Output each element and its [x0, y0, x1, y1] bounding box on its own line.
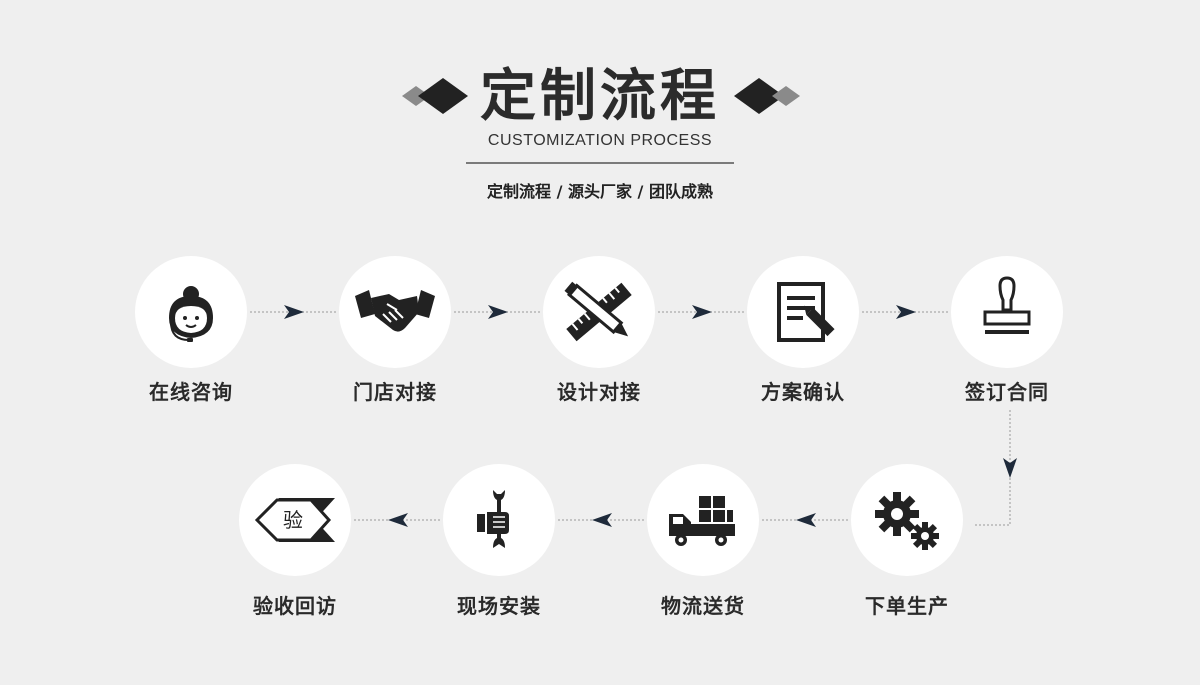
- arrow-right-icon: [284, 305, 304, 319]
- step-circle-inspection-followup: 验: [239, 464, 351, 576]
- arrow-right-icon: [692, 305, 712, 319]
- arrow-right-icon: [896, 305, 916, 319]
- step-circle-design-connect: [543, 256, 655, 368]
- step-circle-sign-contract: [951, 256, 1063, 368]
- arrow-left-icon: [592, 513, 612, 527]
- inspection-badge-icon: 验: [254, 498, 335, 542]
- step-label: 设计对接: [557, 380, 641, 404]
- step-label: 下单生产: [865, 594, 949, 618]
- step-label: 签订合同: [965, 380, 1049, 404]
- header: 定制流程 CUSTOMIZATION PROCESS 定制流程 / 源头厂家 /…: [0, 0, 1200, 230]
- customer-service-icon: [169, 286, 213, 342]
- stamp-icon: [983, 276, 1031, 334]
- step-circle-logistics-delivery: [647, 464, 759, 576]
- step-label: 现场安装: [457, 594, 541, 618]
- step-label: 验收回访: [253, 594, 337, 618]
- tagline: 定制流程 / 源头厂家 / 团队成熟: [487, 182, 713, 201]
- arrow-down-icon: [1003, 458, 1017, 478]
- right-diamond-ornament: [734, 78, 800, 114]
- step-label: 在线咨询: [149, 380, 233, 404]
- gears-icon: [875, 492, 939, 550]
- delivery-truck-icon: [669, 496, 735, 546]
- step-label: 物流送货: [661, 594, 745, 618]
- handshake-icon: [355, 290, 435, 332]
- title-divider: [466, 162, 734, 164]
- document-edit-icon: [777, 282, 835, 342]
- page-subtitle: CUSTOMIZATION PROCESS: [487, 132, 713, 149]
- wrench-hand-icon: [477, 490, 509, 548]
- arrow-left-icon: [796, 513, 816, 527]
- step-circle-order-production: [851, 464, 963, 576]
- badge-text: 验: [283, 508, 303, 532]
- ruler-pencil-icon: [564, 281, 632, 342]
- step-circle-online-consult: [135, 256, 247, 368]
- step-circle-plan-confirm: [747, 256, 859, 368]
- step-circle-onsite-install: [443, 464, 555, 576]
- step-label: 方案确认: [761, 380, 845, 404]
- arrow-right-icon: [488, 305, 508, 319]
- step-label: 门店对接: [353, 380, 437, 404]
- page-title: 定制流程: [480, 64, 720, 129]
- arrow-left-icon: [388, 513, 408, 527]
- left-diamond-ornament: [402, 78, 468, 114]
- step-circle-store-connect: [339, 256, 451, 368]
